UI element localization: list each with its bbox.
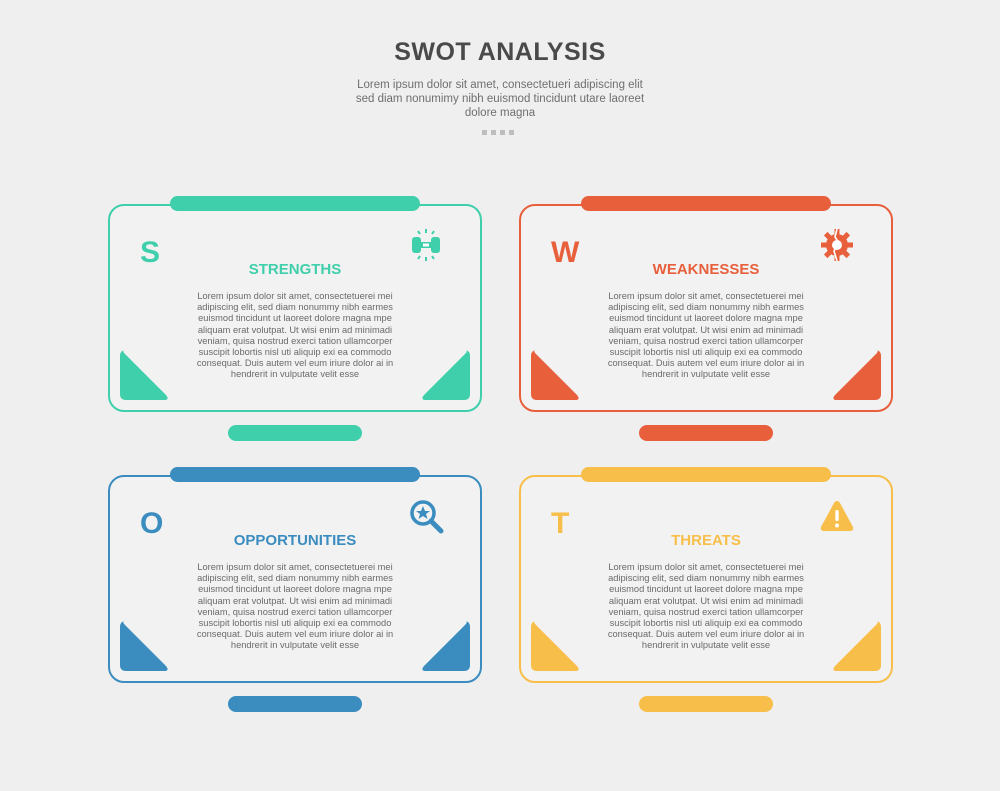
card-body: Lorem ipsum dolor sit amet, consectetuer… — [607, 291, 805, 380]
corner-triangle-right — [422, 621, 470, 671]
card-top-bar — [170, 467, 420, 482]
corner-triangle-right — [833, 621, 881, 671]
broken-gear-icon — [821, 228, 853, 262]
dumbbell-icon — [412, 229, 440, 261]
corner-triangle-left — [531, 621, 579, 671]
card-title: STRENGTHS — [248, 261, 342, 278]
card-letter: O — [140, 507, 164, 540]
page-subtitle: Lorem ipsum dolor sit amet, consectetuer… — [355, 79, 645, 119]
divider-dots — [482, 130, 514, 135]
card-top-bar — [581, 467, 831, 482]
corner-triangle-right — [833, 350, 881, 400]
card-letter: S — [140, 236, 161, 269]
card-body: Lorem ipsum dolor sit amet, consectetuer… — [196, 291, 394, 380]
corner-triangle-left — [120, 621, 168, 671]
card-body: Lorem ipsum dolor sit amet, consectetuer… — [607, 562, 805, 651]
card-bottom-bar — [639, 696, 773, 712]
card-top-bar — [581, 196, 831, 211]
corner-triangle-left — [531, 350, 579, 400]
card-letter: W — [551, 236, 580, 269]
card-title: WEAKNESSES — [652, 261, 760, 278]
strengths-card: S STRENGTHS Lorem ipsum dolor sit amet, … — [108, 196, 482, 441]
page-title: SWOT ANALYSIS — [394, 38, 606, 66]
star-magnifier-icon — [410, 500, 444, 534]
corner-triangle-left — [120, 350, 168, 400]
card-title: OPPORTUNITIES — [233, 532, 357, 549]
card-bottom-bar — [639, 425, 773, 441]
card-top-bar — [170, 196, 420, 211]
opportunities-card: O OPPORTUNITIES Lorem ipsum dolor sit am… — [108, 467, 482, 712]
card-body: Lorem ipsum dolor sit amet, consectetuer… — [196, 562, 394, 651]
card-bottom-bar — [228, 696, 362, 712]
warning-icon — [820, 501, 854, 531]
card-letter: T — [551, 507, 570, 540]
threats-card: T THREATS Lorem ipsum dolor sit amet, co… — [519, 467, 893, 712]
corner-triangle-right — [422, 350, 470, 400]
weaknesses-card: W WEAKNESSES Lorem ipsum dolor sit amet,… — [519, 196, 893, 441]
card-title: THREATS — [671, 532, 741, 549]
card-bottom-bar — [228, 425, 362, 441]
